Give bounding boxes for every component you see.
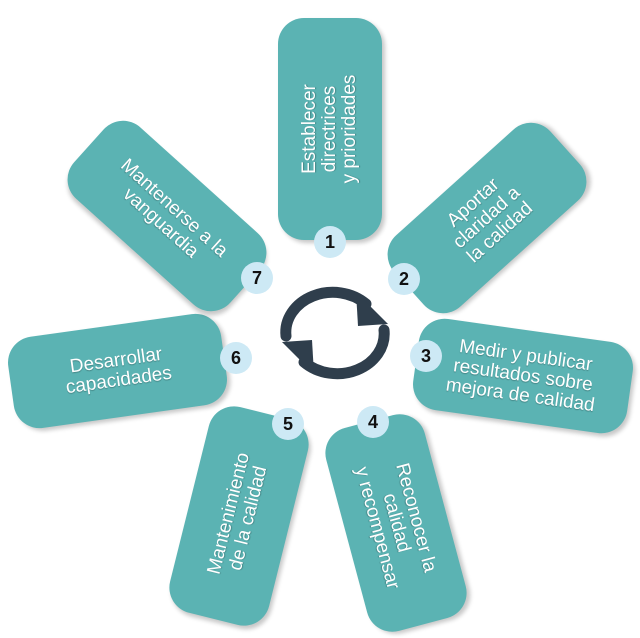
- step-5-number-badge: 5: [272, 408, 304, 440]
- step-7-number-badge: 7: [241, 262, 273, 294]
- step-6-number-badge: 6: [220, 342, 252, 374]
- step-2-label: Aportar claridad a la calidad: [443, 174, 537, 268]
- step-4-label: Reconocer la calidad y recompensar: [350, 460, 441, 592]
- step-3-label: Medir y publicar resultados sobre mejora…: [444, 335, 597, 417]
- step-7-label: Mantenerse a la vanguardia: [116, 154, 232, 263]
- step-6-label: Desarrollar capacidades: [64, 343, 174, 399]
- step-1-label: Establecer directrices y prioridades: [299, 74, 360, 184]
- step-4-number-badge: 4: [357, 406, 389, 438]
- step-7-petal: Mantenerse a la vanguardia: [56, 110, 278, 322]
- step-4-petal: Reconocer la calidad y recompensar: [319, 408, 473, 638]
- step-3-number-badge: 3: [410, 340, 442, 372]
- step-5-label: Mantenimiento de la calidad: [203, 450, 272, 577]
- step-6-petal: Desarrollar capacidades: [4, 310, 231, 432]
- step-2-number-badge: 2: [388, 263, 420, 295]
- step-3-petal: Medir y publicar resultados sobre mejora…: [409, 315, 637, 437]
- step-1-petal: Establecer directrices y prioridades: [278, 18, 382, 240]
- cycle-arrows-icon: [280, 286, 390, 380]
- step-1-number-badge: 1: [314, 226, 346, 258]
